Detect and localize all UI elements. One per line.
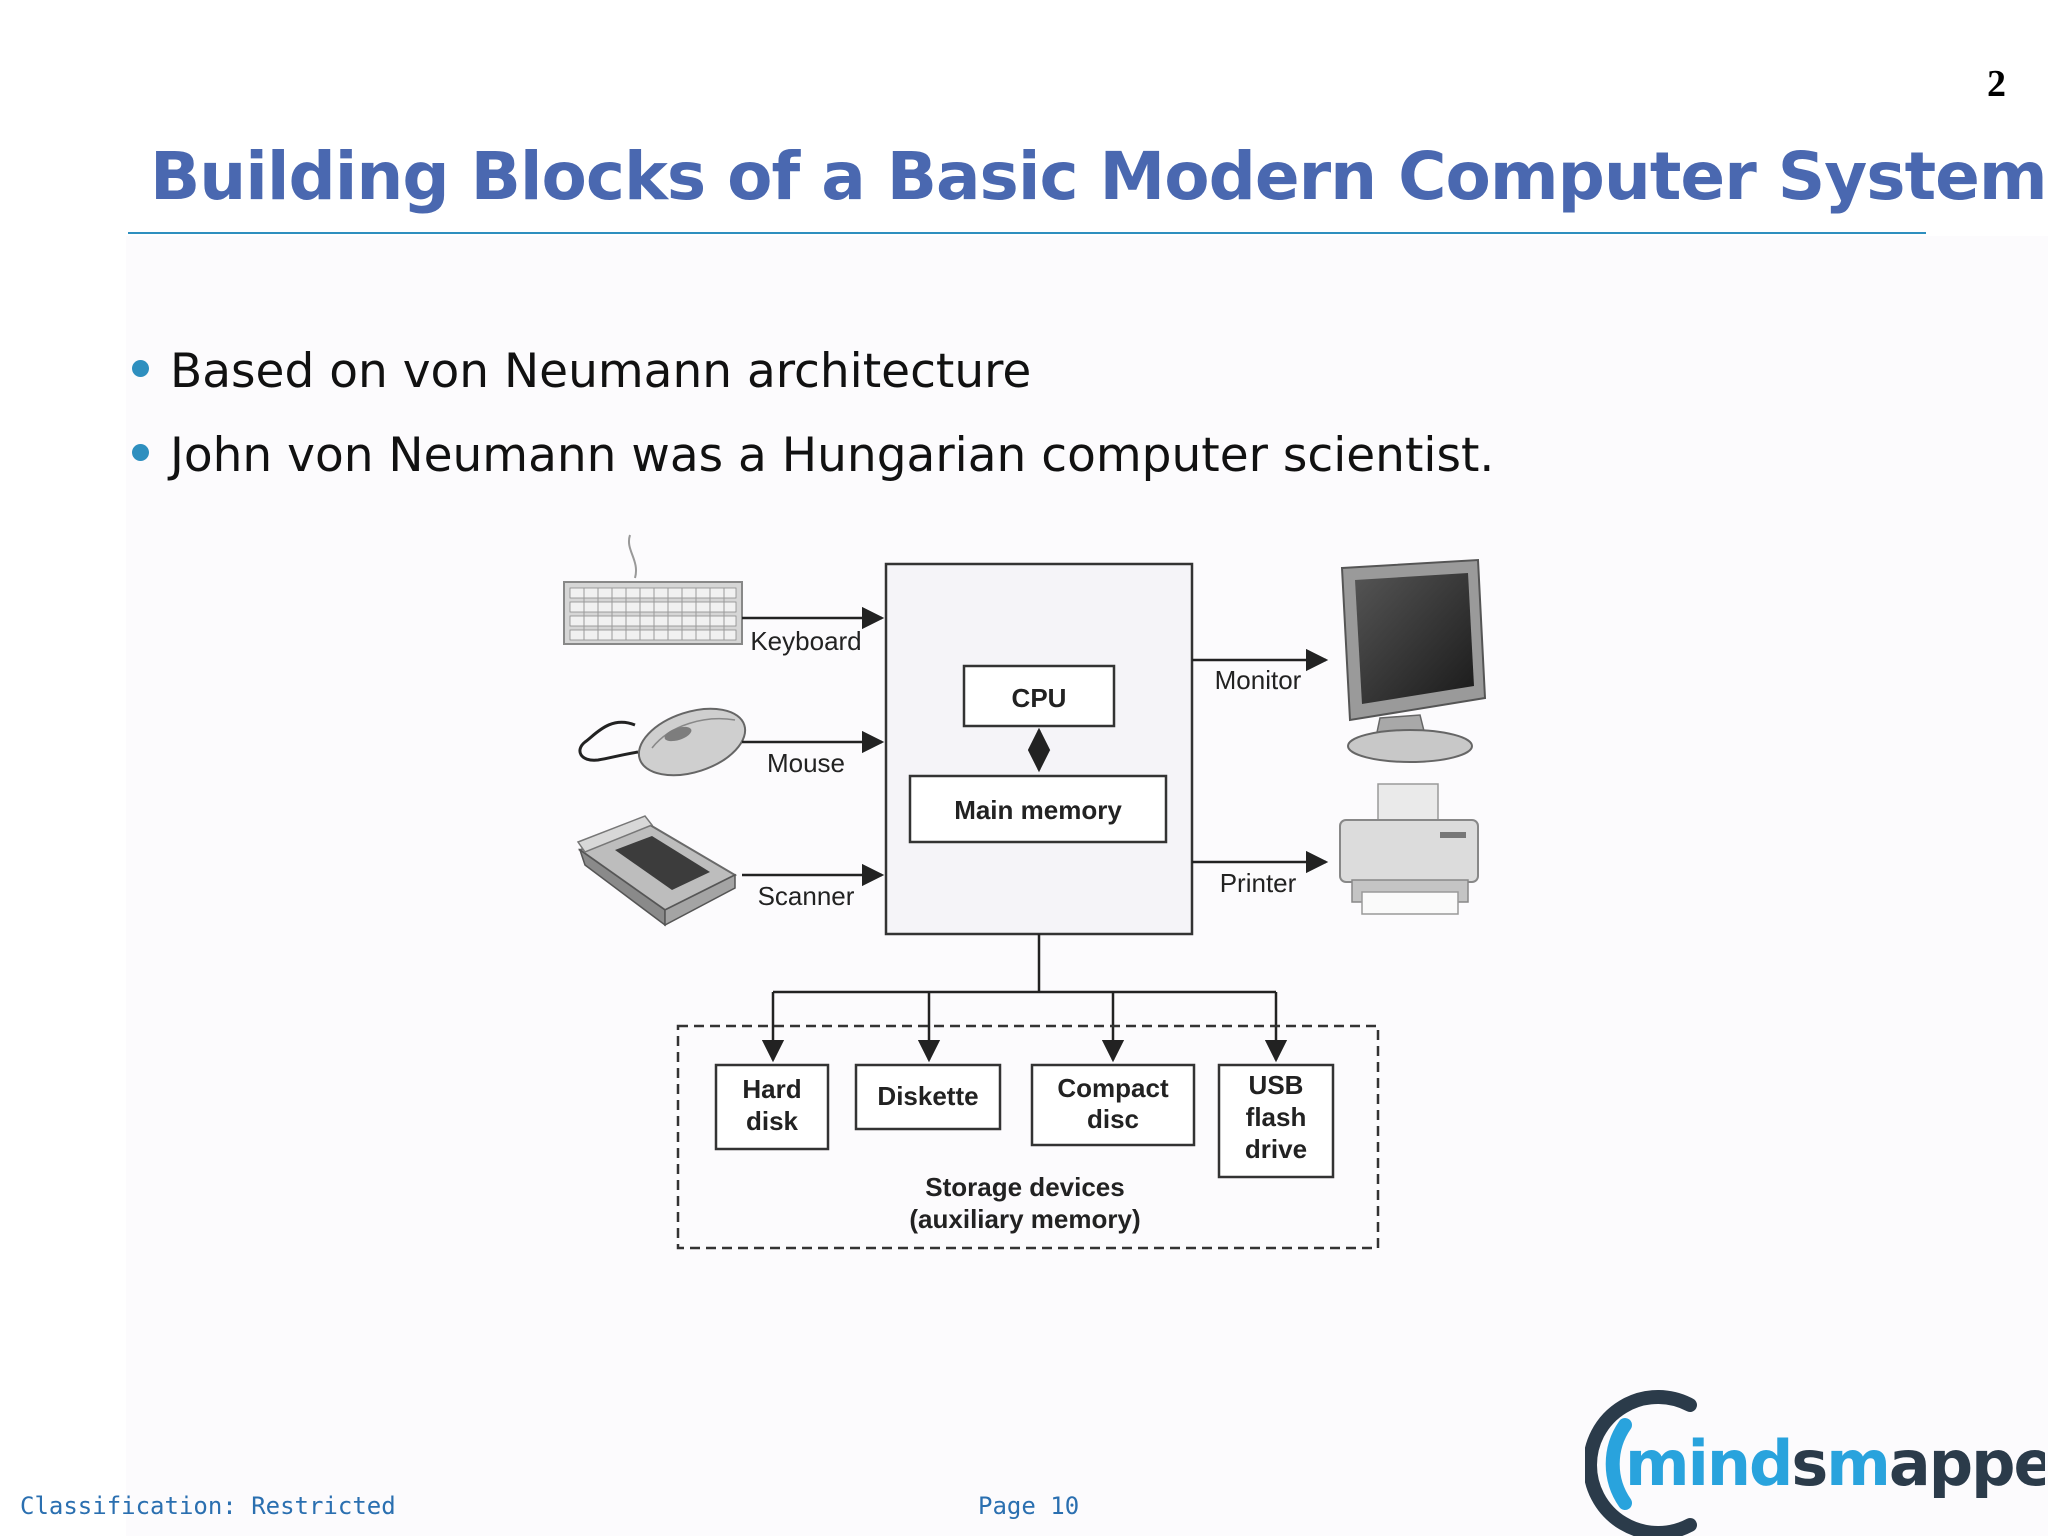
cpu-box [962,664,1116,728]
monitor-label: Monitor [1215,665,1302,695]
logo-text-s: s [1791,1427,1826,1500]
bullet-dot-icon [132,444,149,461]
usb-label-line2: flash [1246,1102,1307,1132]
computer-system-diagram: CPU Main memory Keyboard Mouse Scanner M… [563,534,1487,1250]
scanner-icon [576,815,738,927]
cpu-label: CPU [1012,683,1067,713]
page-number-footer: Page 10 [978,1492,1080,1520]
scanner-label: Scanner [758,881,855,911]
printer-icon [1339,783,1479,915]
svg-text:mindsmapped: mindsmapped [1625,1427,2045,1500]
usb-flash-drive-box [1217,1063,1335,1179]
bullet-text: John von Neumann was a Hungarian compute… [170,428,1495,483]
compact-disc-box [1030,1063,1196,1147]
mouse-label: Mouse [767,748,845,778]
slide-number: 2 [1987,63,2006,105]
mouse-icon [578,707,747,777]
main-memory-label: Main memory [954,795,1122,825]
bullet-item: Based on von Neumann architecture [130,330,1494,414]
keyboard-icon [563,534,743,645]
logo-text-m: m [1826,1427,1889,1500]
bullet-list: Based on von Neumann architecture John v… [130,330,1494,498]
classification-footer: Classification: Restricted [20,1492,396,1520]
usb-label-line1: USB [1249,1070,1304,1100]
diskette-label: Diskette [877,1081,978,1111]
bullet-text: Based on von Neumann architecture [170,344,1032,399]
main-memory-box [908,774,1168,844]
hard-disk-label-line1: Hard [742,1074,801,1104]
compact-disc-label-line1: Compact [1057,1073,1169,1103]
hard-disk-box [714,1063,830,1151]
storage-caption-line1: Storage devices [925,1172,1124,1202]
slide-title: Building Blocks of a Basic Modern Comput… [150,138,2048,215]
logo-text-mind: mind [1625,1427,1791,1500]
storage-caption-line2: (auxiliary memory) [909,1204,1140,1234]
logo-text-apped: apped [1889,1427,2045,1500]
usb-label-line3: drive [1245,1134,1307,1164]
bullet-dot-icon [132,360,149,377]
bullet-item: John von Neumann was a Hungarian compute… [130,414,1494,498]
compact-disc-label-line2: disc [1087,1104,1139,1134]
hard-disk-label-line2: disk [746,1106,799,1136]
monitor-icon [1340,558,1487,763]
diskette-box [854,1063,1002,1131]
printer-label: Printer [1220,868,1297,898]
title-divider [128,232,1926,234]
keyboard-label: Keyboard [750,626,861,656]
mindsmapped-logo: mindsmapped [1585,1390,2045,1536]
storage-devices-group [676,1024,1380,1250]
